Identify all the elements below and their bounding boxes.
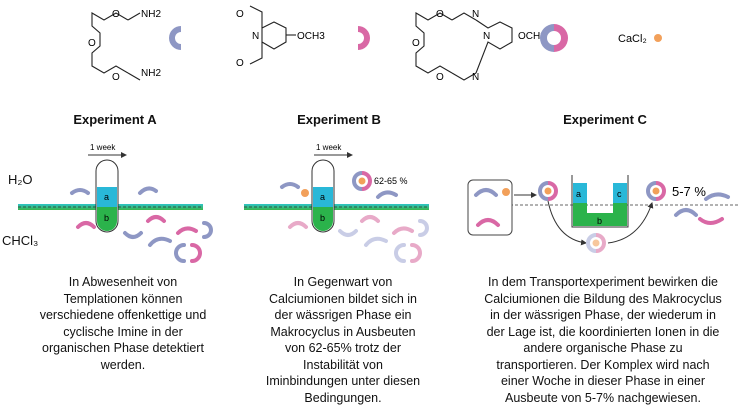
macrocycle-structure xyxy=(415,12,513,81)
imine-n-label: N xyxy=(472,72,479,83)
pyridine-n-label: N xyxy=(483,31,490,42)
experiment-b-description: In Gegenwart von Calciumionen bildet sic… xyxy=(248,274,438,406)
description-line: Calciumionen die Bildung des Makrocyclus xyxy=(484,291,722,306)
description-line: einer Woche in dieser Phase in einer xyxy=(500,374,706,388)
u-tube: a b c xyxy=(571,175,629,228)
yield-label: 5-7 % xyxy=(672,184,706,199)
macrocycle-complex-icon xyxy=(646,181,666,201)
aldehyde-half-ring-icon xyxy=(358,26,370,50)
experiment-a-panel: 1 week a b xyxy=(18,143,213,263)
description-line: Instabilität von xyxy=(303,357,383,372)
tube-aqueous-layer xyxy=(97,187,117,207)
structures-row: O O O NH2 NH2 O O N OCH3 O O O N N N OCH… xyxy=(88,5,662,83)
water-phase-label: H₂O xyxy=(8,172,33,187)
experiment-a-title: Experiment A xyxy=(73,112,157,127)
description-line: der Lage ist, die koordinierten Ionen in… xyxy=(486,324,720,339)
description-line: organischen Phase detektiert xyxy=(42,341,204,355)
organic-phase-label: CHCl₃ xyxy=(2,233,39,248)
pyridine-n-label: N xyxy=(252,31,259,42)
methoxy-label: OCH3 xyxy=(297,31,325,42)
description-line: von 62-65% trotz der xyxy=(284,341,402,355)
description-line: Bedingungen. xyxy=(304,390,382,405)
tube-label-a: a xyxy=(320,192,325,202)
salt-label: CaCl₂ xyxy=(618,33,647,45)
oxygen-label: O xyxy=(112,72,120,83)
yield-label: 62-65 % xyxy=(374,176,408,186)
aldehyde-o-label: O xyxy=(236,9,244,20)
description-line: In Abwesenheit von xyxy=(68,275,178,289)
macrocycle-complex-icon xyxy=(352,171,372,191)
description-line: cyclische Imine in der xyxy=(63,324,183,339)
experiment-a-description: In Abwesenheit von Templationen können v… xyxy=(28,274,218,373)
description-line: transportieren. Der Komplex wird nach xyxy=(496,357,710,372)
pyridine-structure xyxy=(249,5,296,65)
description-line: werden. xyxy=(100,357,146,372)
description-line: In dem Transportexperiment bewirken die xyxy=(488,275,718,289)
description-line: Ausbeute von 5-7% nachgewiesen. xyxy=(505,390,701,405)
tube-label-a: a xyxy=(576,189,581,199)
tube-label-b: b xyxy=(320,213,325,223)
experiment-c-panel: a b c 5-7 % xyxy=(467,175,738,253)
tube-label-b: b xyxy=(597,216,602,226)
description-line: Iminbindungen unter diesen xyxy=(265,374,421,388)
oxygen-label: O xyxy=(112,9,120,20)
tube-label-c: c xyxy=(617,189,622,199)
time-label: 1 week xyxy=(90,143,116,152)
description-line: der wässrigen Phase ein xyxy=(274,308,412,322)
methoxy-label: OCH3 xyxy=(518,31,546,42)
description-line: Calciumionen bildet sich in xyxy=(269,291,417,306)
description-line: andere organische Phase zu xyxy=(523,341,683,355)
macrocycle-complex-icon xyxy=(538,181,558,201)
description-line: in der wässrigen Phase, der wiederum in xyxy=(490,308,716,322)
aldehyde-o-label: O xyxy=(236,58,244,69)
tube-label-a: a xyxy=(104,192,109,202)
diamine-structure xyxy=(91,12,141,81)
calcium-ion-icon xyxy=(301,189,309,197)
tube-aqueous-layer xyxy=(313,187,333,207)
tube-label-b: b xyxy=(104,213,109,223)
description-line: In Gegenwart von xyxy=(293,275,393,289)
macrocycle-complex-icon-faded xyxy=(586,233,606,253)
time-label: 1 week xyxy=(316,143,342,152)
experiment-b-title: Experiment B xyxy=(297,112,381,127)
amine-half-ring-icon xyxy=(169,26,181,50)
calcium-ion-icon xyxy=(654,34,662,42)
tube-organic-layer xyxy=(313,207,333,231)
experiments-figure: 1 week a b 1 week a b xyxy=(18,143,738,263)
oxygen-label: O xyxy=(436,9,444,20)
experiment-b-panel: 1 week a b 62-65 % xyxy=(244,143,429,263)
imine-n-label: N xyxy=(472,9,479,20)
amine-label-2: NH2 xyxy=(141,68,161,79)
experiment-c-description: In dem Transportexperiment bewirken die … xyxy=(462,274,744,406)
description-line: verschiedene offenkettige und xyxy=(39,308,207,322)
macrocycle-ring-icon xyxy=(540,24,568,52)
amine-label-1: NH2 xyxy=(141,9,161,20)
oxygen-label: O xyxy=(88,38,96,49)
oxygen-label: O xyxy=(412,38,420,49)
description-line: Makrocyclus in Ausbeuten xyxy=(270,324,416,339)
tube-organic-layer xyxy=(97,207,117,231)
description-line: Templationen können xyxy=(63,291,183,306)
experiment-c-title: Experiment C xyxy=(563,112,647,127)
oxygen-label: O xyxy=(436,72,444,83)
